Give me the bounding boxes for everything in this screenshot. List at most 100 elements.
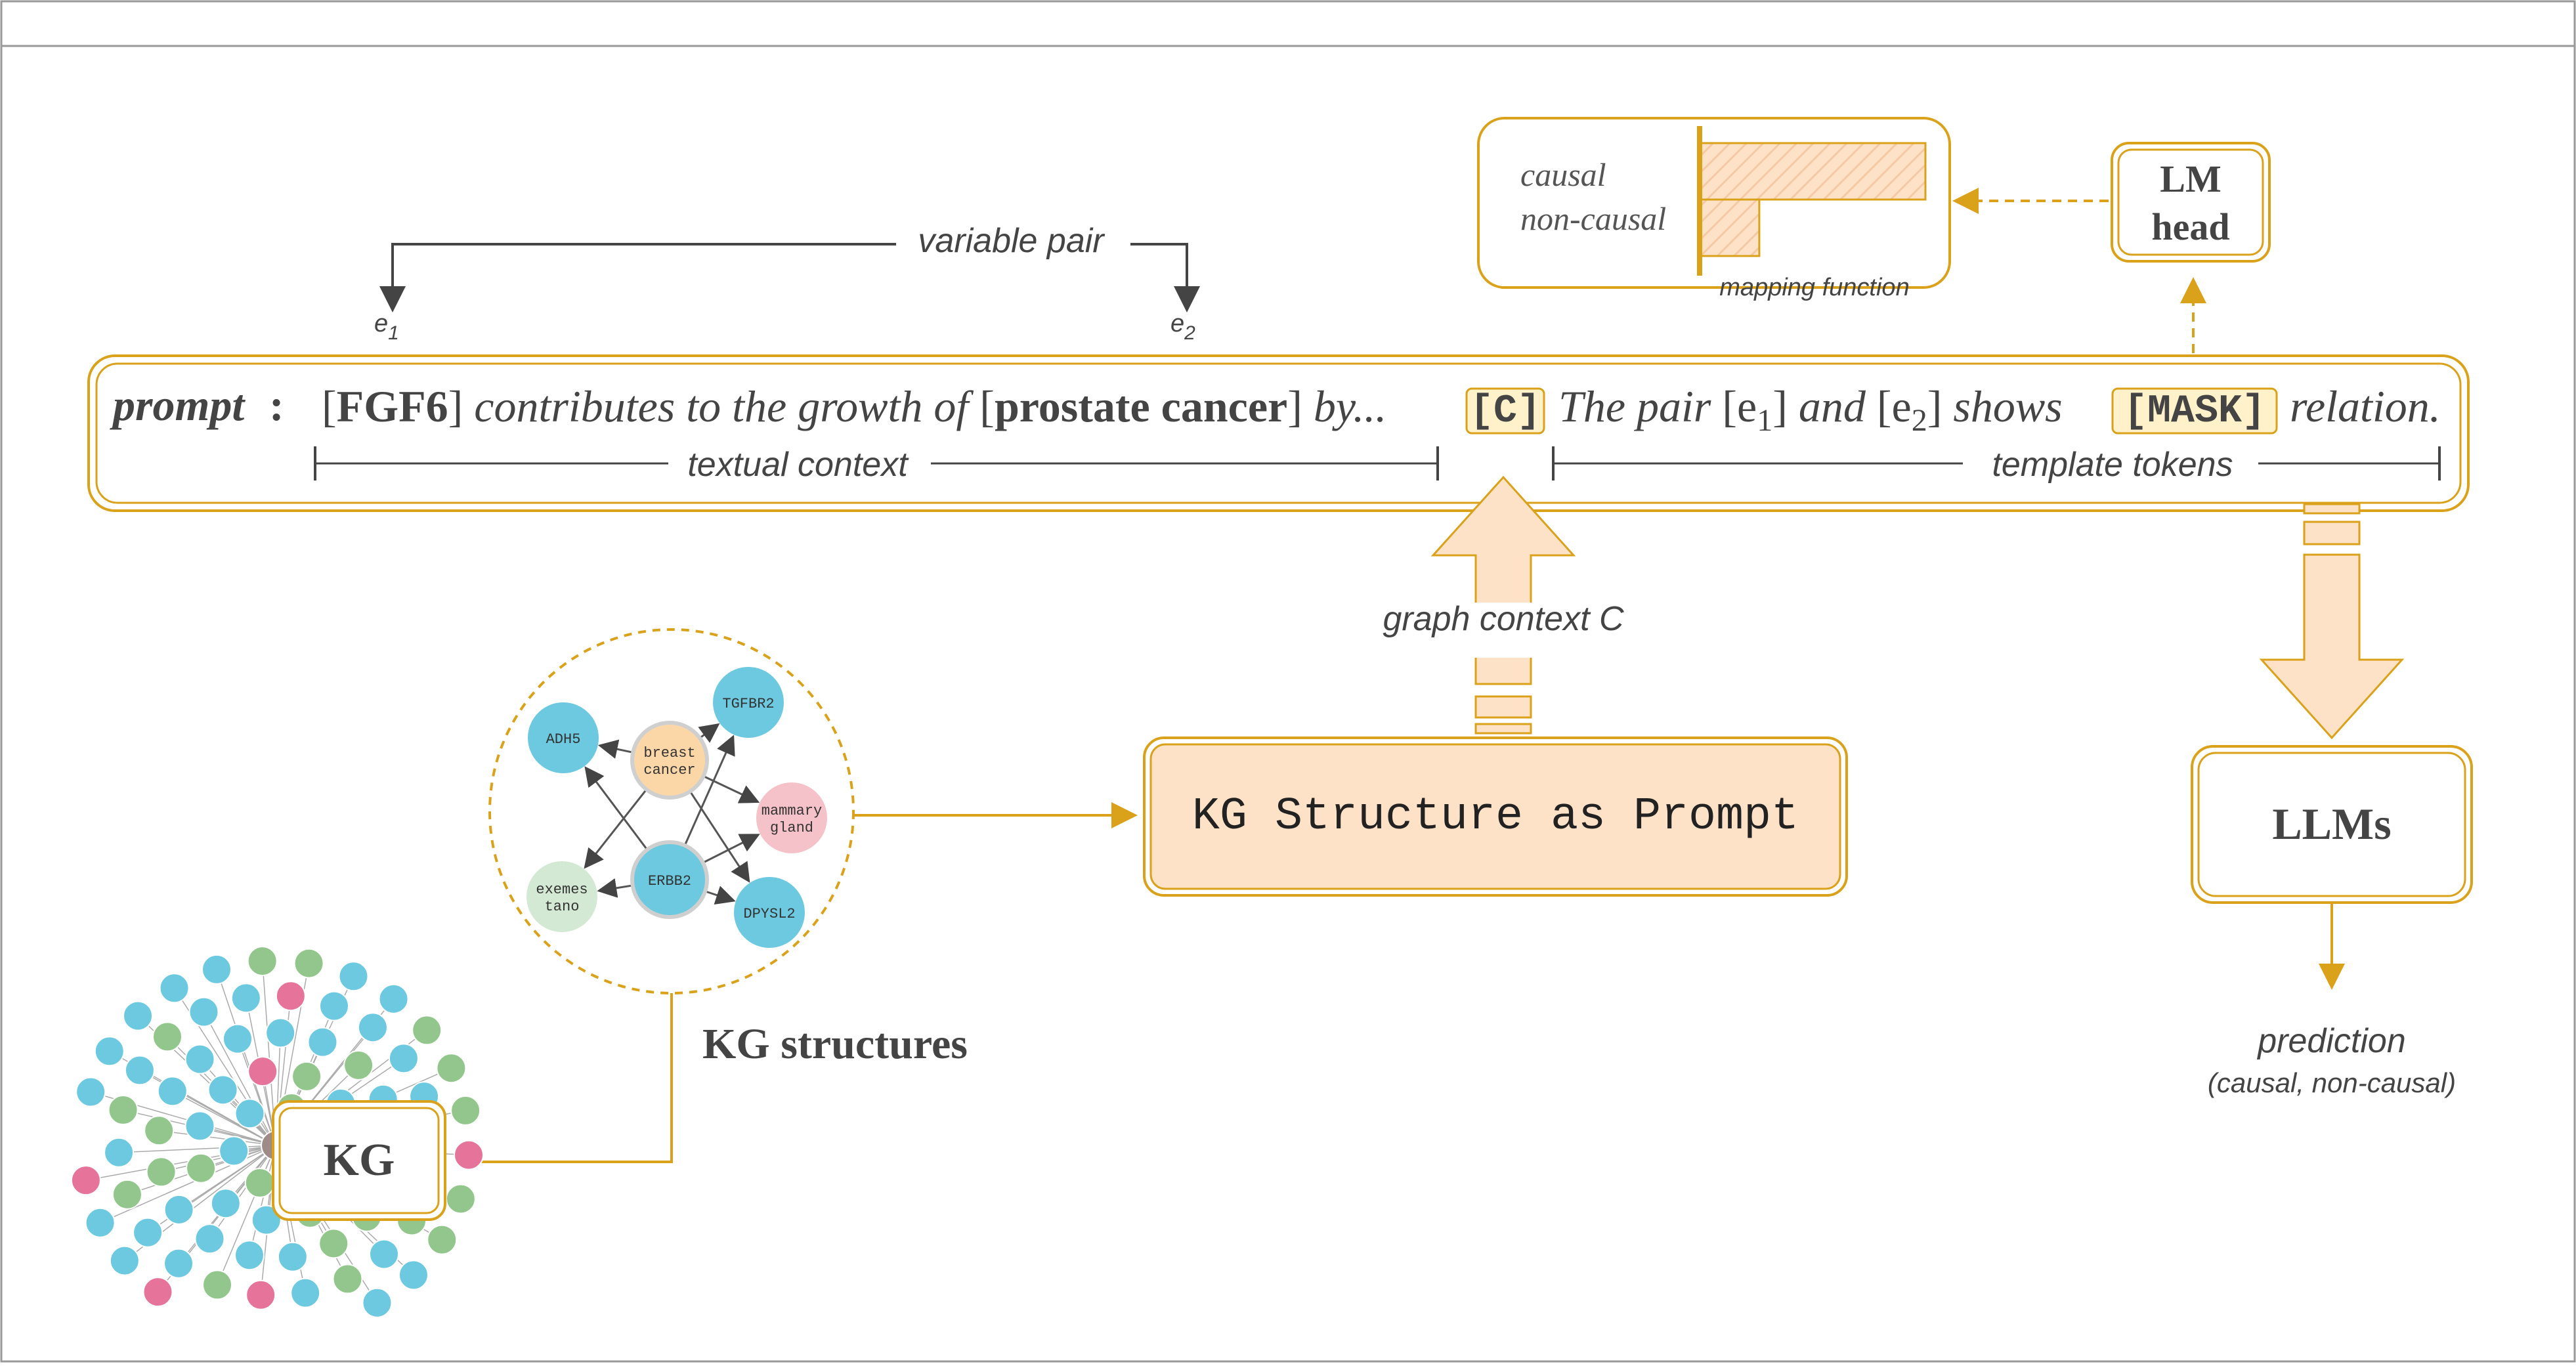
kg-cluster-node bbox=[75, 1077, 106, 1107]
variable-pair-label: variable pair bbox=[918, 222, 1106, 260]
subgraph-node-label: cancer bbox=[643, 762, 695, 779]
e2-marker: e2 bbox=[1170, 310, 1195, 344]
textual-context-bracket: textual context bbox=[314, 446, 1439, 484]
kg-cluster-node bbox=[108, 1094, 139, 1125]
subgraph-node-TGFBR2: TGFBR2 bbox=[713, 667, 784, 738]
kg-cluster-node bbox=[194, 1224, 225, 1254]
kg-cluster-node bbox=[234, 1240, 265, 1271]
kg-cluster-node bbox=[357, 1012, 388, 1043]
kg-cluster-node bbox=[234, 1098, 265, 1129]
template-tokens-label: template tokens bbox=[1992, 446, 2233, 484]
kg-cluster-node bbox=[85, 1207, 116, 1238]
kg-cluster-node bbox=[202, 1270, 233, 1300]
variable-pair-bracket: variable pair e1 e2 bbox=[374, 222, 1200, 344]
subgraph-node-label: ADH5 bbox=[546, 731, 581, 748]
kg-cluster-node bbox=[275, 981, 306, 1012]
kg-cluster-node bbox=[412, 1015, 442, 1046]
prompt-label: prompt bbox=[110, 380, 246, 430]
subgraph-edge bbox=[597, 878, 635, 898]
kg-cluster-node bbox=[290, 1277, 321, 1308]
kg-cluster-node bbox=[186, 1153, 217, 1184]
subgraph-node-label: gland bbox=[770, 820, 813, 836]
prompt-sentence-2: The pair [e1] and [e2] shows bbox=[1558, 381, 2063, 438]
kg-cluster-node bbox=[188, 996, 219, 1027]
kg-cluster-node bbox=[157, 1076, 188, 1107]
kg-cluster-node bbox=[246, 1279, 276, 1310]
kg-cluster-edge bbox=[209, 1145, 276, 1239]
kg-to-subgraph-connector bbox=[470, 993, 673, 1163]
lm-head-box: LM head bbox=[2111, 142, 2271, 263]
kg-structure-prompt-label: KG Structure as Prompt bbox=[1192, 791, 1799, 843]
prompt-sentence-1: [FGF6] contributes to the growth of [pro… bbox=[322, 381, 1386, 431]
llms-box: LLMs bbox=[2191, 745, 2473, 904]
kg-cluster-node bbox=[251, 1205, 282, 1235]
context-token-box bbox=[1465, 387, 1545, 435]
kg-cluster-edge bbox=[217, 1145, 276, 1285]
kg-cluster-node bbox=[184, 1111, 215, 1142]
mapping-function-label: mapping function bbox=[1719, 274, 1909, 301]
kg-cluster-node bbox=[291, 1061, 322, 1092]
kg-cluster-node bbox=[244, 1168, 275, 1199]
subgraph-edge bbox=[688, 789, 750, 883]
kg-label: KG bbox=[324, 1135, 395, 1185]
subgraph-node-ADH5: ADH5 bbox=[528, 702, 599, 773]
kg-box: KG bbox=[272, 1100, 446, 1221]
kg-cluster-node bbox=[318, 1228, 349, 1259]
kg-cluster-node bbox=[159, 973, 190, 1004]
graph-context-label: graph context C bbox=[1383, 600, 1624, 638]
kg-cluster-node bbox=[94, 1036, 125, 1067]
mapping-bar-causal bbox=[1700, 142, 1927, 201]
kg-cluster-node bbox=[146, 1157, 177, 1187]
subgraph-node-DPYSL2: DPYSL2 bbox=[734, 877, 805, 948]
prompt-colon: : bbox=[269, 380, 284, 430]
subgraph-node-label: DPYSL2 bbox=[743, 906, 795, 922]
subgraph-edge bbox=[683, 735, 735, 848]
kg-cluster-node bbox=[445, 1184, 476, 1214]
subgraph-edge bbox=[702, 886, 736, 905]
kg-cluster-edge bbox=[161, 1145, 276, 1173]
kg-cluster-node bbox=[152, 1021, 183, 1052]
kg-cluster-node bbox=[133, 1217, 163, 1248]
subgraph-node-label: TGFBR2 bbox=[722, 696, 774, 712]
kg-cluster-node bbox=[109, 1245, 140, 1276]
kg-structures-label: KG structures bbox=[702, 1020, 968, 1068]
kg-cluster-node bbox=[144, 1115, 175, 1146]
kg-cluster-node bbox=[454, 1140, 484, 1170]
mapping-causal-label: causal bbox=[1520, 156, 1606, 193]
kg-cluster-node bbox=[104, 1137, 135, 1168]
kg-cluster-node bbox=[201, 954, 232, 985]
kg-cluster-node bbox=[163, 1248, 194, 1279]
kg-cluster-node bbox=[338, 961, 369, 992]
subgraph-edge bbox=[701, 774, 760, 803]
mask-token: [MASK] bbox=[2124, 389, 2265, 434]
kg-cluster-node bbox=[293, 948, 324, 979]
mask-token-box bbox=[2111, 387, 2278, 435]
kg-cluster-node bbox=[112, 1179, 142, 1210]
kg-cluster-node bbox=[222, 1023, 253, 1054]
kg-cluster-node bbox=[343, 1050, 374, 1080]
lm-head-line2: head bbox=[2151, 205, 2229, 248]
textual-context-label: textual context bbox=[687, 446, 909, 484]
kg-cluster-node bbox=[318, 991, 349, 1021]
mapping-noncausal-label: non-causal bbox=[1520, 200, 1666, 237]
subgraph-node-label: breast bbox=[643, 745, 695, 761]
mapping-function-box: causal non-causal mapping function bbox=[1477, 117, 1951, 301]
prompt-to-llm-arrow bbox=[2259, 503, 2405, 740]
kg-cluster-node bbox=[427, 1224, 458, 1255]
e1-marker: e1 bbox=[374, 310, 399, 344]
subgraph-node-label: ERBB2 bbox=[648, 873, 691, 889]
kg-cluster-node bbox=[207, 1075, 238, 1105]
kg-cluster-node bbox=[388, 1043, 419, 1074]
kg-cluster-node bbox=[142, 1277, 173, 1308]
subgraph-node-label: exemes bbox=[536, 882, 588, 898]
prompt-sentence-3: relation. bbox=[2290, 381, 2441, 431]
kg-cluster-node bbox=[247, 1056, 278, 1087]
kg-cluster-node bbox=[450, 1095, 481, 1126]
subgraph-edge bbox=[584, 787, 649, 869]
